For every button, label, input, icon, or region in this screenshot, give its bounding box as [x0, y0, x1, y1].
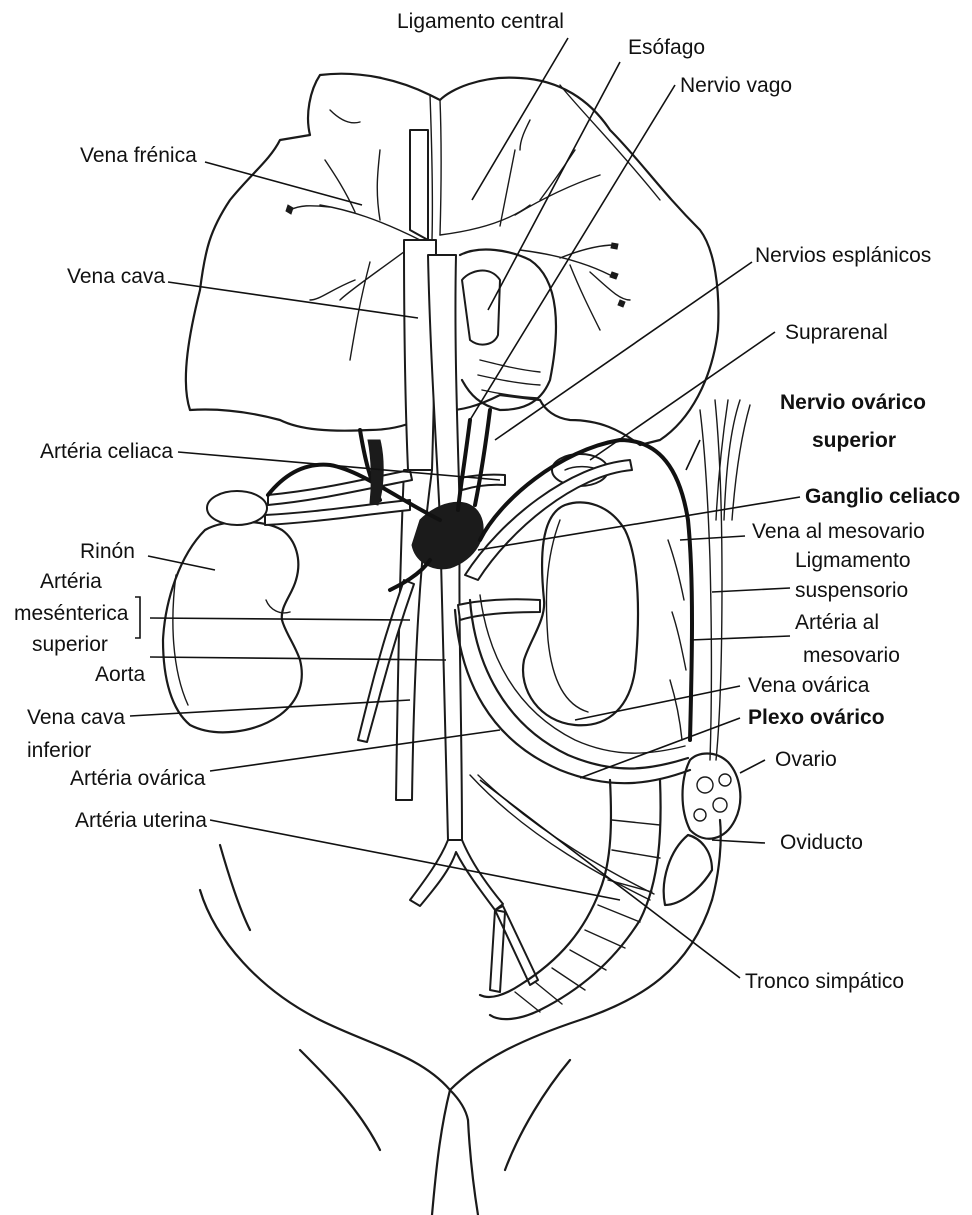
label-vena-cava-inferior-1: Vena cava: [27, 706, 125, 729]
label-nervio-ovarico-superior-2: superior: [812, 429, 896, 452]
label-ligamento-central: Ligamento central: [397, 10, 564, 33]
aorta: [410, 520, 538, 992]
label-vena-cava-inferior-2: inferior: [27, 739, 91, 762]
label-arteria-al-mesovario-1: Artéria al: [795, 611, 879, 634]
label-vena-frenica: Vena frénica: [80, 144, 197, 167]
labels: Ligamento central Esófago Nervio vago Ve…: [14, 10, 960, 993]
suspensory-ligament: [668, 400, 750, 760]
label-vena-ovarica: Vena ovárica: [748, 674, 870, 697]
label-ganglio-celiaco: Ganglio celiaco: [805, 485, 960, 508]
label-arteria-ovarica: Artéria ovárica: [70, 767, 206, 790]
label-vena-al-mesovario: Vena al mesovario: [752, 520, 925, 543]
label-aorta: Aorta: [95, 663, 146, 686]
phrenic-vein-branches: [286, 120, 630, 360]
label-esofago: Esófago: [628, 36, 705, 59]
label-vena-cava: Vena cava: [67, 265, 165, 288]
label-arteria-mesenterica-1: Artéria: [40, 570, 102, 593]
label-plexo-ovarico: Plexo ovárico: [748, 706, 885, 729]
ovary: [664, 754, 741, 906]
label-nervios-esplanicos: Nervios esplánicos: [755, 244, 931, 267]
label-rinon: Rinón: [80, 540, 135, 563]
label-arteria-al-mesovario-2: mesovario: [803, 644, 900, 667]
label-arteria-uterina: Artéria uterina: [75, 809, 207, 832]
label-ligamento-suspensorio-2: suspensorio: [795, 579, 908, 602]
label-suprarenal: Suprarenal: [785, 321, 888, 344]
label-tronco-simpatico: Tronco simpático: [745, 970, 904, 993]
label-ligamento-suspensorio-1: Ligmamento: [795, 549, 911, 572]
label-oviducto: Oviducto: [780, 831, 863, 854]
label-nervio-ovarico-superior-1: Nervio ovárico: [780, 391, 926, 414]
label-arteria-celiaca: Artéria celiaca: [40, 440, 173, 463]
right-kidney: [523, 454, 638, 725]
label-arteria-mesenterica-3: superior: [32, 633, 108, 656]
left-kidney: [163, 491, 302, 732]
uterine-horn: [480, 780, 661, 1019]
label-ovario: Ovario: [775, 748, 837, 771]
label-nervio-vago: Nervio vago: [680, 74, 792, 97]
body-outline: [200, 820, 721, 1215]
label-arteria-mesenterica-2: mesénterica: [14, 602, 129, 625]
